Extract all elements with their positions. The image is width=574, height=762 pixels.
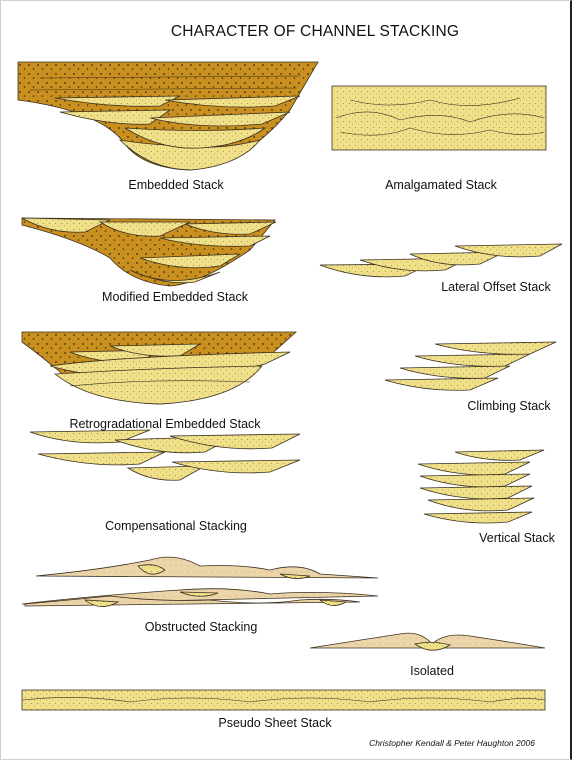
embedded-stack-figure	[18, 62, 318, 170]
panel-label-isolated: Isolated	[410, 664, 454, 678]
compensational-stacking-figure	[30, 430, 300, 480]
isolated-figure	[310, 633, 545, 650]
panel-label-lateral-offset: Lateral Offset Stack	[441, 280, 551, 294]
panel-label-climbing: Climbing Stack	[467, 399, 551, 413]
obstructed-stacking-figure	[22, 557, 378, 606]
vertical-stack-figure	[418, 450, 544, 523]
retrogradational-embedded-stack-figure	[22, 332, 296, 404]
lateral-offset-stack-figure	[320, 244, 562, 277]
amalgamated-stack-figure	[332, 86, 546, 150]
panel-label-pseudo-sheet: Pseudo Sheet Stack	[218, 716, 332, 730]
modified-embedded-stack-figure	[22, 218, 276, 286]
panel-label-embedded: Embedded Stack	[128, 178, 224, 192]
climbing-stack-figure	[385, 342, 556, 390]
panel-label-modified-embedded: Modified Embedded Stack	[102, 290, 249, 304]
panel-label-retrogradational-embedded: Retrogradational Embedded Stack	[69, 417, 261, 431]
pseudo-sheet-stack-figure	[22, 690, 545, 710]
diagram-title: CHARACTER OF CHANNEL STACKING	[171, 23, 459, 40]
credit-text: Christopher Kendall & Peter Haughton 200…	[369, 738, 535, 748]
panel-label-obstructed: Obstructed Stacking	[145, 620, 258, 634]
panel-label-vertical: Vertical Stack	[479, 531, 555, 545]
panel-label-compensational: Compensational Stacking	[105, 519, 247, 533]
panel-label-amalgamated: Amalgamated Stack	[385, 178, 498, 192]
